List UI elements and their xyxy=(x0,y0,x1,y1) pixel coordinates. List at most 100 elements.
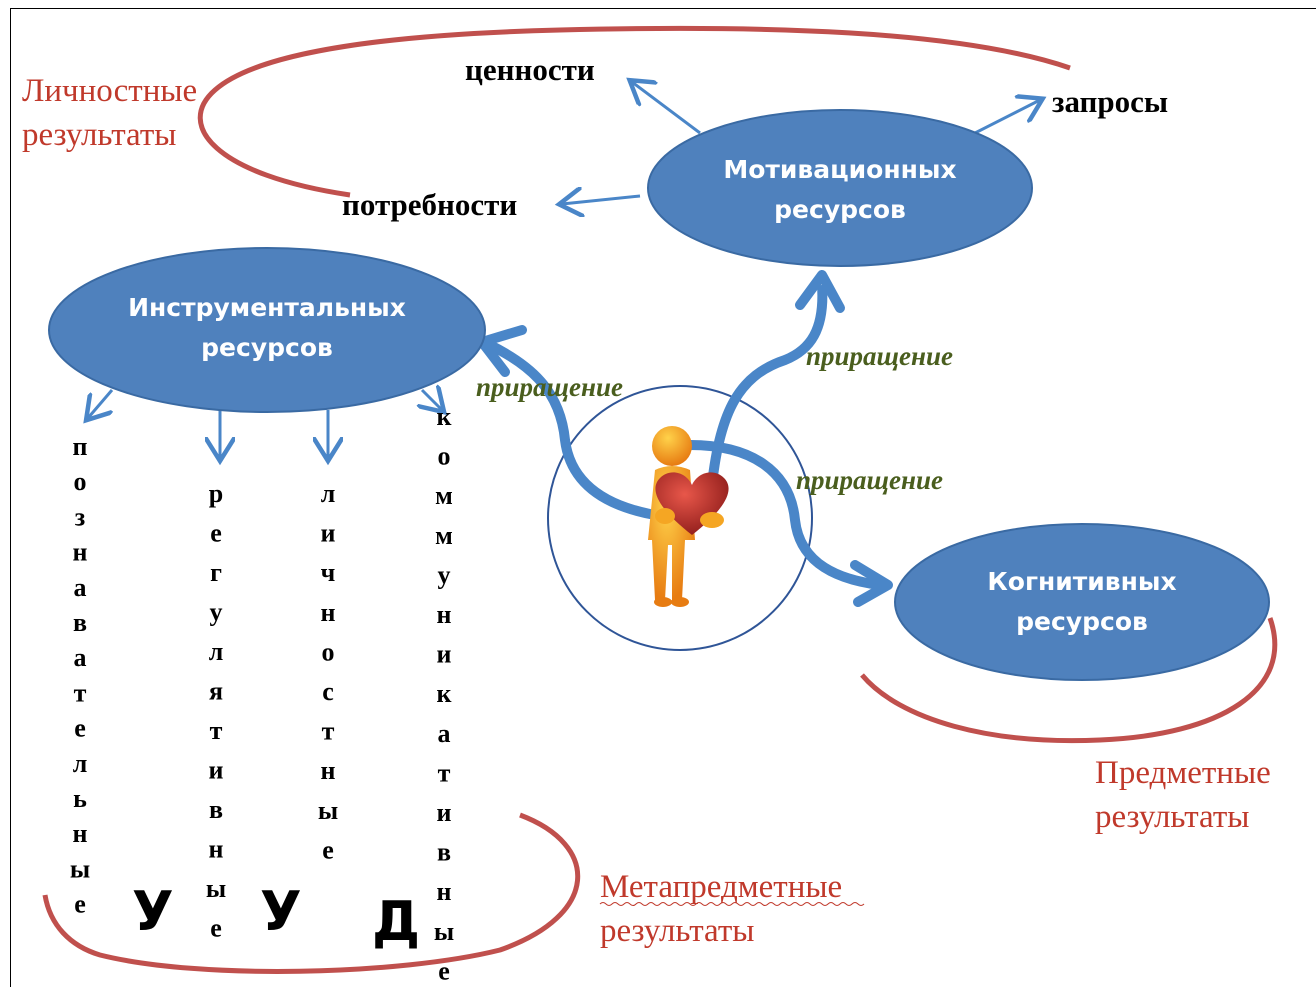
uud-regulatory-char: у xyxy=(210,598,223,627)
uud-communicative-char: м xyxy=(435,521,453,550)
uud-regulatory-char: л xyxy=(209,637,224,666)
uud-cognitive-char: ы xyxy=(70,854,90,883)
label-needs: потребности xyxy=(342,187,517,222)
uud-personal-char: н xyxy=(321,756,336,785)
motivational-title-line2: ресурсов xyxy=(774,195,906,224)
meta-results-curve xyxy=(42,812,581,974)
uud-regulatory-char: т xyxy=(210,716,223,745)
uud-communicative-char: е xyxy=(438,956,450,985)
uud-communicative-char: н xyxy=(437,600,452,629)
arrow-to-communicative-uud xyxy=(422,390,442,410)
label-requests: запросы xyxy=(1052,84,1168,119)
uud-communicative-char: к xyxy=(437,402,452,431)
spellcheck-underline xyxy=(599,902,865,906)
subject-results-curve xyxy=(860,617,1278,744)
center-circle xyxy=(547,385,813,651)
increment-label-motivational: приращение xyxy=(806,341,953,371)
uud-cognitive-char: н xyxy=(73,819,88,848)
instrumental-title-line2: ресурсов xyxy=(201,333,333,362)
arrow-to-cognitive-uud xyxy=(88,389,114,418)
cognitive-title-line1: Когнитивных xyxy=(987,567,1176,596)
uud-regulatory-char: н xyxy=(209,835,224,864)
increment-label-cognitive: приращение xyxy=(796,465,943,495)
uud-personal-char: ы xyxy=(318,796,338,825)
increment-label-instrumental: приращение xyxy=(476,372,623,402)
uud-regulatory-char: е xyxy=(210,519,222,548)
uud-personal-char: и xyxy=(321,519,336,548)
uud-letter-3: Д xyxy=(372,890,420,953)
uud-communicative-char: у xyxy=(438,560,451,589)
uud-personal-char: о xyxy=(322,637,335,666)
uud-cognitive-char: е xyxy=(74,890,86,919)
uud-cognitive-char: о xyxy=(74,467,87,496)
uud-communicative-char: в xyxy=(437,838,451,867)
uud-cognitive-char: а xyxy=(74,573,87,602)
growth-arrow-cognitive xyxy=(689,440,881,590)
uud-letter-1: У xyxy=(132,880,174,943)
instrumental-ellipse xyxy=(48,247,486,413)
uud-communicative-char: и xyxy=(437,798,452,827)
uud-communicative-char: м xyxy=(435,481,453,510)
meta-results-line2: результаты xyxy=(600,913,754,949)
uud-cognitive-char: л xyxy=(73,749,88,778)
uud-cognitive-char: ь xyxy=(73,784,87,813)
diagram-frame xyxy=(10,8,1316,987)
uud-letter-2: У xyxy=(260,880,302,943)
uud-communicative-char: а xyxy=(438,719,451,748)
uud-regulatory-char: в xyxy=(209,795,223,824)
cognitive-title-line2: ресурсов xyxy=(1016,607,1148,636)
uud-cognitive-char: в xyxy=(73,608,87,637)
motivational-ellipse xyxy=(647,109,1033,267)
uud-cognitive-char: е xyxy=(74,714,86,743)
personal-results-line2: результаты xyxy=(22,117,176,153)
subject-results-line1: Предметные xyxy=(1095,755,1271,791)
uud-communicative-char: н xyxy=(437,877,452,906)
uud-personal-char: ч xyxy=(321,558,336,587)
uud-personal-char: с xyxy=(322,677,334,706)
arrow-to-values xyxy=(632,82,701,135)
uud-regulatory-char: я xyxy=(209,677,223,706)
uud-regulatory-char: и xyxy=(209,756,224,785)
uud-communicative-char: о xyxy=(438,442,451,471)
growth-arrow-motivational-head xyxy=(795,270,845,313)
uud-regulatory-char: е xyxy=(210,914,222,943)
uud-personal-char: н xyxy=(321,598,336,627)
person-holding-heart-icon xyxy=(648,426,729,607)
growth-arrow-motivational xyxy=(707,284,828,486)
growth-arrow-instrumental xyxy=(487,340,656,520)
uud-communicative-char: ы xyxy=(434,917,454,946)
instrumental-title-line1: Инструментальных xyxy=(128,293,406,322)
uud-cognitive-char: п xyxy=(73,432,88,461)
uud-communicative-char: т xyxy=(438,758,451,787)
uud-cognitive-char: а xyxy=(74,643,87,672)
uud-personal-char: е xyxy=(322,835,334,864)
uud-communicative-char: и xyxy=(437,640,452,669)
uud-cognitive-char: з xyxy=(75,502,85,531)
personal-results-curve xyxy=(197,25,1071,198)
uud-regulatory-char: ы xyxy=(206,874,226,903)
personal-results-line1: Личностные xyxy=(22,73,197,109)
motivational-title-line1: Мотивационных xyxy=(723,155,956,184)
label-values: ценности xyxy=(465,52,595,87)
meta-results-line1: Метапредметные xyxy=(600,869,842,905)
uud-cognitive-char: т xyxy=(74,678,87,707)
uud-personal-char: л xyxy=(321,479,336,508)
uud-communicative-char: к xyxy=(437,679,452,708)
uud-cognitive-char: н xyxy=(73,538,88,567)
uud-regulatory-char: р xyxy=(209,479,223,508)
arrow-to-requests xyxy=(974,100,1040,135)
growth-arrow-cognitive-head xyxy=(850,560,893,607)
uud-regulatory-char: г xyxy=(210,558,222,587)
cognitive-ellipse xyxy=(894,523,1270,681)
subject-results-line2: результаты xyxy=(1095,799,1249,835)
arrow-to-needs xyxy=(562,196,641,204)
